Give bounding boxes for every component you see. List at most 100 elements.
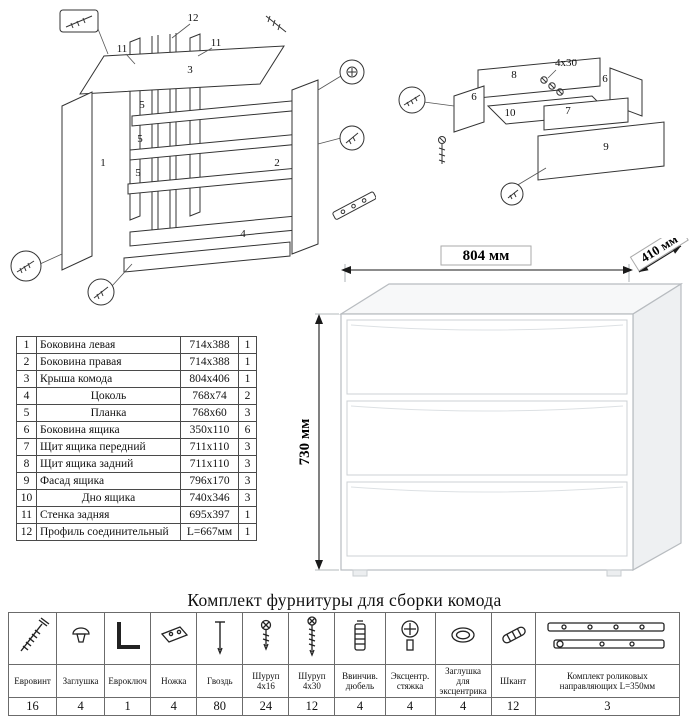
part-label-5: 5 xyxy=(135,167,141,179)
part-label-7: 7 xyxy=(565,105,571,117)
hardware-name: Евроключ xyxy=(104,663,152,699)
part-number: 10 xyxy=(16,489,37,507)
part-number: 6 xyxy=(16,421,37,439)
hardware-qty: 1 xyxy=(104,697,152,716)
drawer-front-1 xyxy=(346,319,628,395)
part-label-12: 12 xyxy=(188,12,199,24)
hardware-name: Комплект роликовых направляющих L=350мм xyxy=(534,663,681,699)
part-qty: 1 xyxy=(238,370,257,388)
hardware-qty: 12 xyxy=(288,697,336,716)
hardware-name: Ножка xyxy=(150,663,198,699)
part-number: 1 xyxy=(16,336,37,354)
callout-circle xyxy=(500,182,524,206)
hardware-qty: 80 xyxy=(196,697,244,716)
part-size: 714x388 xyxy=(180,353,239,371)
drawer-back-panel xyxy=(477,57,601,99)
screw-icon xyxy=(507,189,519,200)
part-number: 3 xyxy=(16,370,37,388)
part-label-4: 4 xyxy=(240,228,246,240)
part-label-5: 5 xyxy=(139,99,145,111)
svg-text:804 мм: 804 мм xyxy=(463,248,510,264)
hardware-name: Ввинчив. дюбель xyxy=(334,663,386,699)
rail-3 xyxy=(127,167,299,195)
drawer-exploded-diagram: 8 4x30 6 6 10 7 9 xyxy=(398,57,665,206)
part-name: Планка xyxy=(36,404,181,422)
part-size: 768x74 xyxy=(180,387,239,405)
depth-dimension-label: 410 мм xyxy=(629,238,689,272)
part-size: 740x346 xyxy=(180,489,239,507)
part-label-5: 5 xyxy=(137,133,143,145)
hardware-name: Шуруп 4x30 xyxy=(288,663,336,699)
part-name: Щит ящика задний xyxy=(36,455,181,473)
hardware-name: Гвоздь xyxy=(196,663,244,699)
part-size: L=667мм xyxy=(180,523,239,541)
part-label-6: 6 xyxy=(471,91,477,103)
screw-4x16-icon xyxy=(242,612,290,665)
screw-icon xyxy=(438,136,446,164)
dresser-foot-left xyxy=(352,569,368,577)
part-size: 350x110 xyxy=(180,421,239,439)
part-qty: 2 xyxy=(238,387,257,405)
hardware-qty: 24 xyxy=(242,697,290,716)
leader-lines xyxy=(39,23,342,287)
cam-cover-icon xyxy=(434,612,492,665)
height-dimension-label: 730 мм xyxy=(297,419,313,466)
hardware-qty: 4 xyxy=(384,697,436,716)
eccentric-cam-icon xyxy=(346,66,358,78)
part-qty: 1 xyxy=(238,506,257,524)
part-qty: 3 xyxy=(238,404,257,422)
svg-text:730 мм: 730 мм xyxy=(297,419,313,466)
hardware-names-row: Евровинт Заглушка Евроключ Ножка Гвоздь … xyxy=(7,663,681,699)
hardware-qty: 4 xyxy=(150,697,198,716)
nail-icon xyxy=(196,612,244,665)
drawer-front-3 xyxy=(346,481,628,557)
part-qty: 6 xyxy=(238,421,257,439)
part-name: Боковина левая xyxy=(36,336,181,354)
right-side-panel xyxy=(291,79,319,255)
screw-head-icon xyxy=(540,76,564,96)
hardware-qty-row: 16 4 1 4 80 24 12 4 4 4 12 3 xyxy=(7,697,681,716)
cabinet-exploded-diagram: 12 11 11 3 1 2 5 5 5 4 xyxy=(10,9,376,306)
hardware-name: Шкант xyxy=(490,663,536,699)
part-name: Фасад ящика xyxy=(36,472,181,490)
hardware-qty: 4 xyxy=(334,697,386,716)
dresser-side-face xyxy=(632,282,682,572)
drawer-fascia xyxy=(537,121,665,181)
euro-screw-icon xyxy=(7,612,58,665)
hardware-icons-row xyxy=(7,612,681,665)
part-name: Боковина правая xyxy=(36,353,181,371)
screw-4x30-icon xyxy=(288,612,336,665)
dresser-top-face xyxy=(338,283,684,315)
part-qty: 1 xyxy=(238,336,257,354)
part-label-6: 6 xyxy=(602,73,608,85)
part-name: Цоколь xyxy=(36,387,181,405)
drawer-side-left xyxy=(453,85,485,133)
drawer-slides-icon xyxy=(534,612,681,665)
part-label-8: 8 xyxy=(511,69,517,81)
part-number: 9 xyxy=(16,472,37,490)
screw-icon xyxy=(265,15,287,33)
plinth-1 xyxy=(129,215,297,247)
part-size: 768x60 xyxy=(180,404,239,422)
part-number: 7 xyxy=(16,438,37,456)
part-size: 695x397 xyxy=(180,506,239,524)
part-qty: 1 xyxy=(238,523,257,541)
drawer-handle-grooves xyxy=(350,324,624,493)
part-size: 711x110 xyxy=(180,455,239,473)
hardware-qty: 16 xyxy=(7,697,58,716)
drawer-slide-icon xyxy=(332,191,376,220)
part-number: 11 xyxy=(16,506,37,524)
part-size: 804x406 xyxy=(180,370,239,388)
leader-lines xyxy=(423,69,557,187)
part-label-9: 9 xyxy=(603,141,609,153)
part-size: 796x170 xyxy=(180,472,239,490)
